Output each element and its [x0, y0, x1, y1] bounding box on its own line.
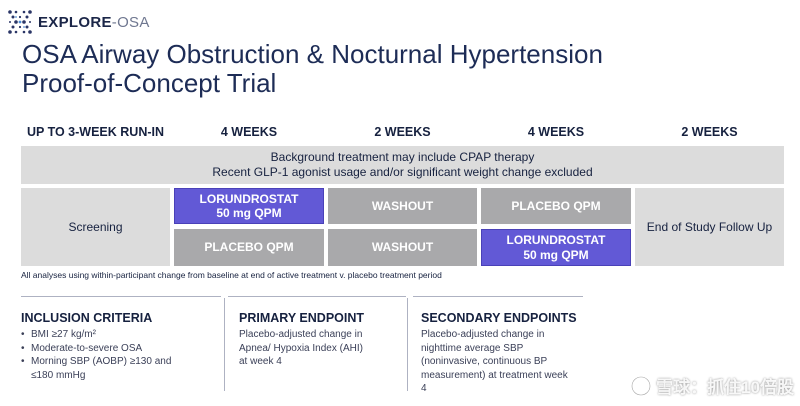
logo-text-light: -OSA [111, 13, 150, 31]
secondary-endpoints-title: SECONDARY ENDPOINTS [421, 311, 577, 325]
list-item: BMI ≥27 kg/m² [21, 328, 217, 342]
phase-header-washout: 2 WEEKS [374, 125, 431, 139]
watermark-text: 雪球：抓住10倍股 [656, 378, 794, 397]
page-title-line-2: Proof-of-Concept Trial [22, 68, 277, 98]
inclusion-criteria-card: INCLUSION CRITERIA BMI ≥27 kg/m² Moderat… [21, 311, 217, 406]
arm1-washout-label: WASHOUT [371, 198, 434, 213]
follow-up-block: End of Study Follow Up [635, 188, 784, 266]
background-line-2: Recent GLP-1 agonist usage and/or signif… [212, 165, 593, 179]
primary-endpoint-card: PRIMARY ENDPOINT Placebo-adjusted change… [239, 311, 389, 406]
arm1-lorundrostat-line-1: LORUNDROSTAT [199, 191, 299, 206]
inclusion-criteria-title: INCLUSION CRITERIA [21, 311, 153, 325]
list-item: Morning SBP (AOBP) ≥130 and ≤180 mmHg [21, 355, 181, 382]
arm2-lorundrostat-line-1: LORUNDROSTAT [506, 233, 606, 247]
arm1-washout-block: WASHOUT [328, 188, 477, 224]
snowball-logo-icon [631, 375, 652, 396]
logo-dots-icon [8, 10, 32, 34]
phase-header-period-1: 4 WEEKS [220, 125, 278, 139]
arm1-placebo-label: PLACEBO QPM [511, 198, 601, 213]
background-line-1: Background treatment may include CPAP th… [270, 150, 535, 164]
arm2-lorundrostat-block: LORUNDROSTAT 50 mg QPM [481, 229, 631, 266]
logo-text: EXPLORE-OSA [38, 15, 150, 30]
arm1-placebo-block: PLACEBO QPM [481, 188, 631, 224]
logo: EXPLORE-OSA [6, 8, 150, 36]
phase-header-follow-up: 2 WEEKS [681, 125, 738, 139]
arm2-washout-block: WASHOUT [328, 229, 477, 266]
column-divider-2 [407, 298, 408, 391]
inclusion-criteria-list: BMI ≥27 kg/m² Moderate-to-severe OSA Mor… [21, 328, 217, 382]
primary-endpoint-title: PRIMARY ENDPOINT [239, 311, 365, 325]
follow-up-label: End of Study Follow Up [646, 219, 773, 234]
inclusion-top-rule [21, 296, 221, 297]
watermark: 雪球：抓住10倍股 [630, 373, 794, 398]
secondary-top-rule [413, 296, 583, 297]
arm2-lorundrostat-line-2: 50 mg QPM [523, 247, 589, 262]
arm1-lorundrostat-line-2: 50 mg QPM [216, 206, 282, 220]
list-item: Moderate-to-severe OSA [21, 342, 217, 356]
page-title: OSA Airway Obstruction & Nocturnal Hyper… [22, 40, 742, 98]
analysis-note: All analyses using within-participant ch… [21, 270, 442, 280]
secondary-endpoints-body: Placebo-adjusted change in nighttime ave… [421, 329, 568, 394]
screening-label: Screening [68, 219, 123, 234]
secondary-endpoints-card: SECONDARY ENDPOINTS Placebo-adjusted cha… [421, 311, 591, 406]
column-divider-1 [224, 298, 225, 391]
background-treatment-band: Background treatment may include CPAP th… [21, 146, 784, 184]
phase-header-period-2: 4 WEEKS [527, 125, 585, 139]
arm2-placebo-label: PLACEBO QPM [204, 240, 294, 255]
logo-text-bold: EXPLORE [38, 13, 112, 31]
page-title-line-1: OSA Airway Obstruction & Nocturnal Hyper… [22, 39, 603, 69]
arm1-lorundrostat-block: LORUNDROSTAT 50 mg QPM [174, 188, 324, 224]
phase-header-run-in: UP TO 3-WEEK RUN-IN [26, 125, 165, 139]
primary-top-rule [228, 296, 406, 297]
screening-block: Screening [21, 188, 170, 266]
arm2-washout-label: WASHOUT [371, 240, 434, 255]
primary-endpoint-body: Placebo-adjusted change in Apnea/ Hypoxi… [239, 329, 363, 367]
arm2-placebo-block: PLACEBO QPM [174, 229, 324, 266]
